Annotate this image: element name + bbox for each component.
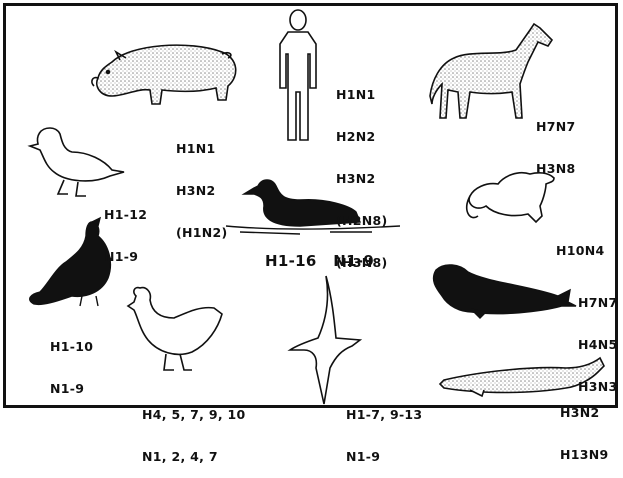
horse-subtypes: H7N7 H3N8 — [536, 92, 576, 190]
pig-subtypes: H1N1 H3N2 (H1N2) — [176, 114, 228, 254]
turkey-subtype-1: H1-10 — [50, 340, 93, 354]
chicken-subtype-1: H4, 5, 7, 9, 10 — [142, 408, 246, 422]
horse-subtype-2: H3N8 — [536, 162, 576, 176]
pig-subtype-1: H1N1 — [176, 142, 228, 156]
human-subtype-1: H1N1 — [336, 88, 388, 102]
mink-subtype-1: H10N4 — [556, 244, 605, 258]
mink-subtypes: H10N4 — [556, 216, 605, 272]
turkey-icon — [30, 218, 111, 306]
human-subtype-4: (H2N8) — [336, 214, 388, 228]
chicken-icon — [128, 288, 222, 370]
duck-subtype-1: H1-12 — [104, 208, 147, 222]
whale-subtype-2: H13N9 — [560, 448, 609, 462]
duck-subtype-2: N1-9 — [104, 250, 147, 264]
seal-subtype-2: H4N5 — [578, 338, 618, 352]
turkey-subtypes: H1-10 N1-9 — [50, 312, 93, 410]
seal-subtype-1: H7N7 — [578, 296, 618, 310]
gull-subtype-1: H1-7, 9-13 — [346, 408, 422, 422]
chicken-subtypes: H4, 5, 7, 9, 10 N1, 2, 4, 7 — [142, 380, 246, 478]
waterbird-subtypes: H1-16 N1-9 — [254, 240, 374, 268]
waterbird-subtype-2: N1-9 — [333, 252, 374, 270]
seal-icon — [434, 265, 576, 318]
turkey-subtype-2: N1-9 — [50, 382, 93, 396]
human-subtype-2: H2N2 — [336, 130, 388, 144]
waterbird-subtype-1: H1-16 — [265, 252, 317, 270]
duck-subtypes: H1-12 N1-9 — [104, 180, 147, 278]
pig-icon — [92, 45, 236, 104]
pig-subtype-3: (H1N2) — [176, 226, 228, 240]
human-icon — [280, 10, 316, 140]
horse-subtype-1: H7N7 — [536, 120, 576, 134]
whale-subtype-1: H3N2 — [560, 406, 609, 420]
human-subtype-3: H3N2 — [336, 172, 388, 186]
gull-subtypes: H1-7, 9-13 N1-9 — [346, 380, 422, 478]
chicken-subtype-2: N1, 2, 4, 7 — [142, 450, 246, 464]
pig-subtype-2: H3N2 — [176, 184, 228, 198]
illustration-canvas — [0, 0, 623, 414]
whale-subtypes: H3N2 H13N9 — [560, 378, 609, 476]
horse-icon — [430, 24, 552, 118]
gull-subtype-2: N1-9 — [346, 450, 422, 464]
